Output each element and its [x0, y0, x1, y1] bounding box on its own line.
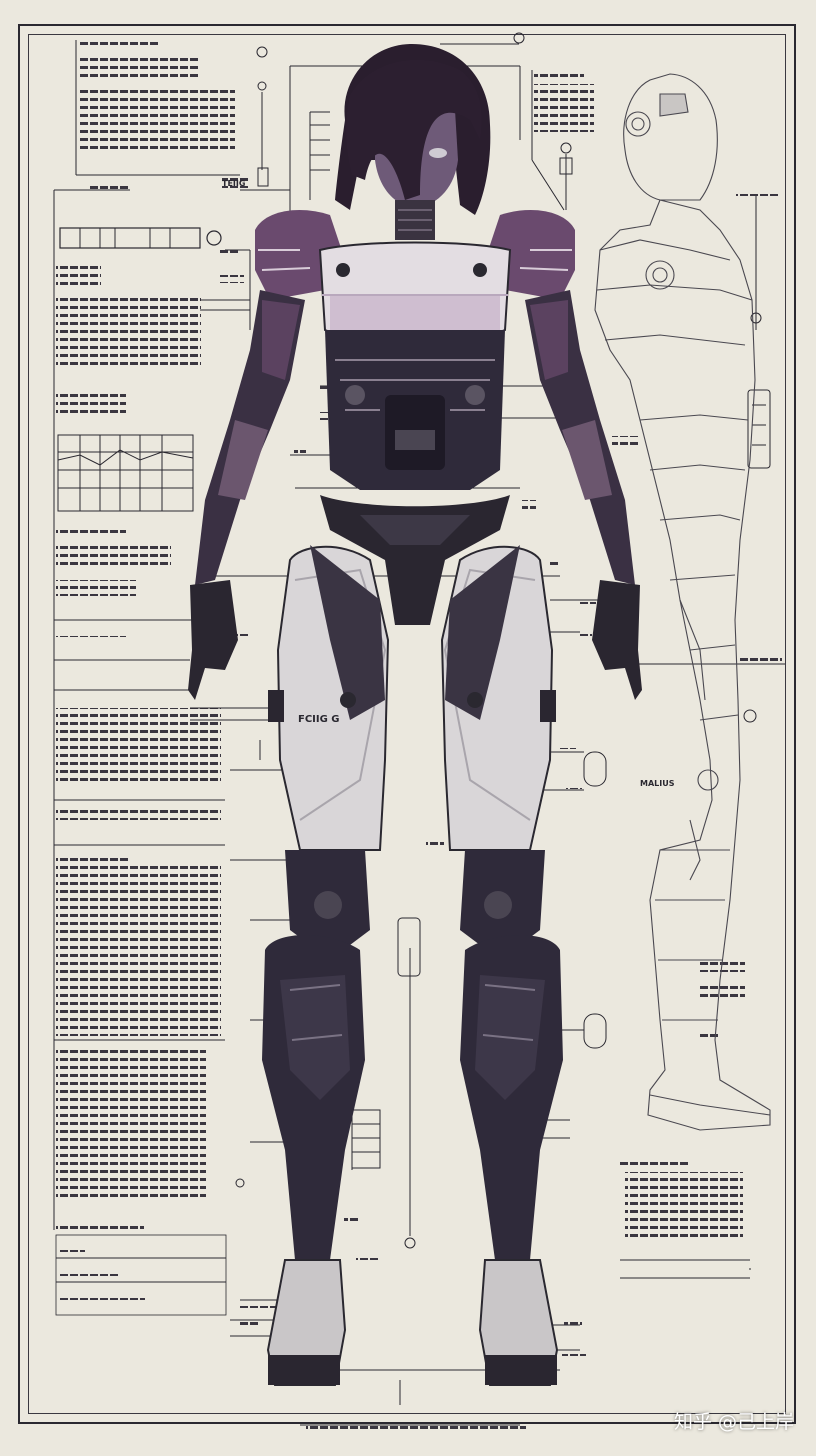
- hair-bangs: [346, 59, 482, 200]
- eye: [429, 148, 447, 158]
- left-callout-label: TEIIG: [222, 179, 245, 188]
- left-hand: [188, 580, 238, 700]
- pelvis: [320, 495, 510, 625]
- inner-frame: [28, 34, 786, 1414]
- outer-frame: [18, 24, 796, 1424]
- hip-label: FCIIG G: [298, 714, 340, 725]
- left-text-blocks: [56, 42, 235, 1300]
- right-text-blocks: [534, 72, 782, 1242]
- watermark-text: 知乎 @己上岸: [673, 1411, 794, 1433]
- side-view-robot-sketch: [594, 73, 771, 1131]
- right-callout-label: MALIUS: [640, 779, 675, 788]
- main-robot-figure: [188, 43, 642, 1386]
- right-lines: [531, 70, 785, 1279]
- right-hand: [592, 580, 642, 700]
- left-spec-column: [53, 40, 240, 1316]
